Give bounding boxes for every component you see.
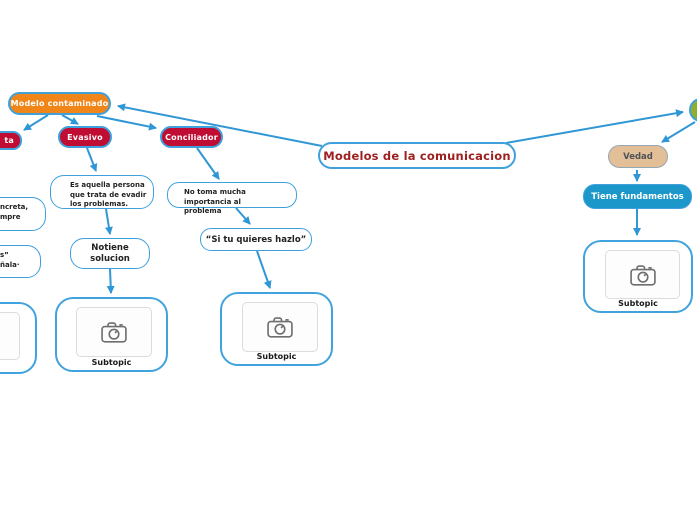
conciliador-description-text: No toma mucha importancia al problema bbox=[184, 188, 246, 215]
conciliador-image-placeholder[interactable] bbox=[242, 302, 318, 352]
verdad-subtopic-label: Subtopic bbox=[618, 299, 658, 308]
branch-modelo-contaminado-node[interactable]: Modelo contaminado bbox=[8, 92, 111, 115]
camera-icon bbox=[629, 264, 656, 286]
left-cropped-box-1-text: ncreta, mpre bbox=[0, 203, 29, 221]
evasivo-description-box[interactable]: Es aquella persona que trata de evadir l… bbox=[50, 175, 154, 209]
evasivo-solution-box[interactable]: Notiene solucion bbox=[70, 238, 150, 269]
branch-green-node[interactable] bbox=[689, 98, 697, 122]
left-cropped-image-placeholder[interactable] bbox=[0, 312, 20, 360]
left-cropped-subtopic-card[interactable] bbox=[0, 302, 37, 374]
left-cropped-box-2-text: s” ñala· bbox=[0, 251, 20, 269]
conciliador-description-box[interactable]: No toma mucha importancia al problema bbox=[167, 182, 297, 215]
verdad-fundamentos-node[interactable]: Tiene fundamentos bbox=[583, 184, 692, 209]
conciliador-subtopic-label: Subtopic bbox=[256, 352, 297, 361]
branch-conciliador-node[interactable]: Conciliador bbox=[160, 126, 223, 148]
evasivo-subtopic-card[interactable]: Subtopic bbox=[55, 297, 168, 372]
branch-verdad-label: Vedad bbox=[623, 151, 653, 162]
verdad-image-placeholder[interactable] bbox=[605, 250, 680, 299]
camera-icon bbox=[267, 317, 293, 338]
verdad-fundamentos-label: Tiene fundamentos bbox=[591, 191, 684, 202]
root-topic-label: Modelos de la comunicacion bbox=[323, 148, 511, 163]
left-cropped-box-2[interactable] bbox=[0, 245, 41, 278]
conciliador-subtopic-card[interactable]: Subtopic bbox=[220, 292, 333, 366]
branch-cropped-left-node[interactable]: ta bbox=[0, 131, 22, 150]
branch-modelo-contaminado-label: Modelo contaminado bbox=[10, 99, 109, 108]
branch-cropped-left-label: ta bbox=[4, 136, 14, 145]
evasivo-solution-text: Notiene solucion bbox=[90, 243, 130, 264]
camera-icon bbox=[101, 322, 127, 343]
left-cropped-box-1[interactable] bbox=[0, 197, 46, 231]
conciliador-quote-text: “Si tu quieres hazlo” bbox=[205, 234, 307, 245]
branch-verdad-node[interactable]: Vedad bbox=[608, 145, 668, 168]
evasivo-image-placeholder[interactable] bbox=[76, 307, 152, 357]
root-topic-node[interactable]: Modelos de la comunicacion bbox=[318, 142, 516, 169]
branch-conciliador-label: Conciliador bbox=[165, 132, 218, 142]
verdad-subtopic-card[interactable]: Subtopic bbox=[583, 240, 693, 313]
branch-evasivo-label: Evasivo bbox=[67, 132, 103, 142]
evasivo-subtopic-label: Subtopic bbox=[91, 358, 132, 367]
branch-evasivo-node[interactable]: Evasivo bbox=[58, 126, 112, 148]
conciliador-quote-box[interactable]: “Si tu quieres hazlo” bbox=[200, 228, 312, 251]
evasivo-description-text: Es aquella persona que trata de evadir l… bbox=[70, 181, 147, 208]
